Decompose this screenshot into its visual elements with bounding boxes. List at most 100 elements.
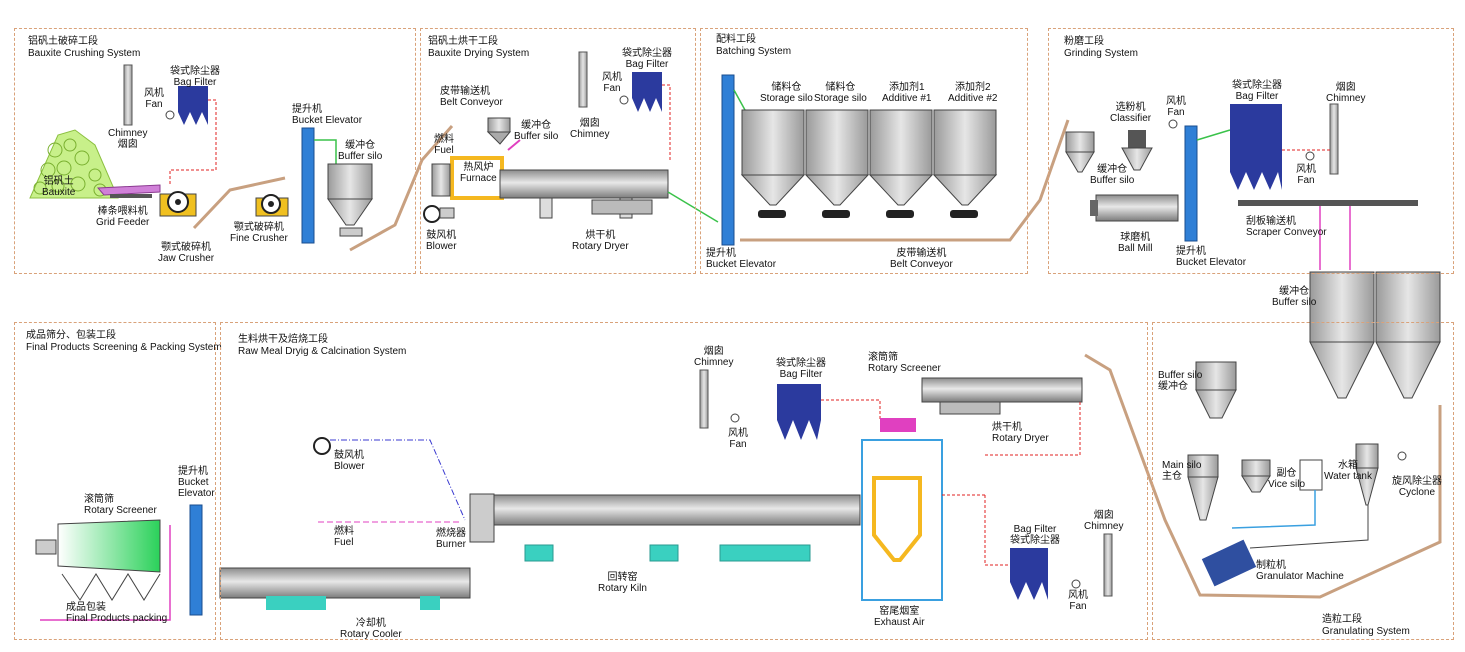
classifier — [1121, 130, 1153, 171]
blower-2 — [313, 437, 331, 455]
granulator — [1201, 539, 1257, 587]
bag-filter-2 — [1010, 548, 1048, 600]
pack-rotary-screener — [35, 519, 161, 573]
rotary-dryer-2 — [921, 377, 1083, 415]
section-granulating — [1152, 322, 1454, 640]
batch-elevator — [721, 74, 735, 246]
chimney-2 — [1103, 533, 1113, 597]
rotary-screener-top — [880, 418, 916, 432]
section-packing — [14, 322, 216, 640]
crush-dust-line — [169, 99, 217, 186]
furnace — [431, 156, 504, 200]
section-crushing — [14, 28, 416, 274]
scraper-conveyor — [1238, 200, 1418, 206]
vice-silo — [1241, 459, 1271, 493]
crush-bag-filter — [178, 86, 208, 125]
exhaust-air-chamber — [861, 439, 943, 601]
batching-silos — [740, 109, 998, 218]
rotary-kiln — [469, 493, 861, 562]
section-drying — [420, 28, 696, 274]
pack-elevator — [189, 504, 203, 616]
section-batching — [700, 28, 1028, 274]
crush-chimney — [123, 64, 133, 126]
drying-chimney — [578, 51, 588, 108]
drying-buffer-silo — [486, 117, 512, 145]
granulating-buffer-silo — [1195, 361, 1237, 419]
crush-fan-icon — [165, 110, 175, 120]
kiln-bag-filter — [777, 384, 821, 440]
rotary-dryer-1 — [499, 169, 669, 219]
blower-1 — [423, 205, 455, 223]
crush-conveyor — [192, 176, 286, 230]
section-grinding — [1048, 28, 1454, 274]
kiln-chimney — [699, 369, 709, 429]
water-tank — [1299, 459, 1323, 491]
crush-buffer-silo — [327, 163, 373, 237]
jaw-crusher — [159, 191, 197, 217]
fine-crusher — [255, 194, 289, 217]
grid-feeder — [96, 184, 161, 198]
grind-bag-filter — [1230, 104, 1282, 190]
big-buffer-silos — [1309, 271, 1441, 399]
bauxite-pile — [29, 129, 119, 199]
grinding-buffer-silo — [1065, 131, 1095, 173]
grind-elevator — [1184, 125, 1198, 242]
